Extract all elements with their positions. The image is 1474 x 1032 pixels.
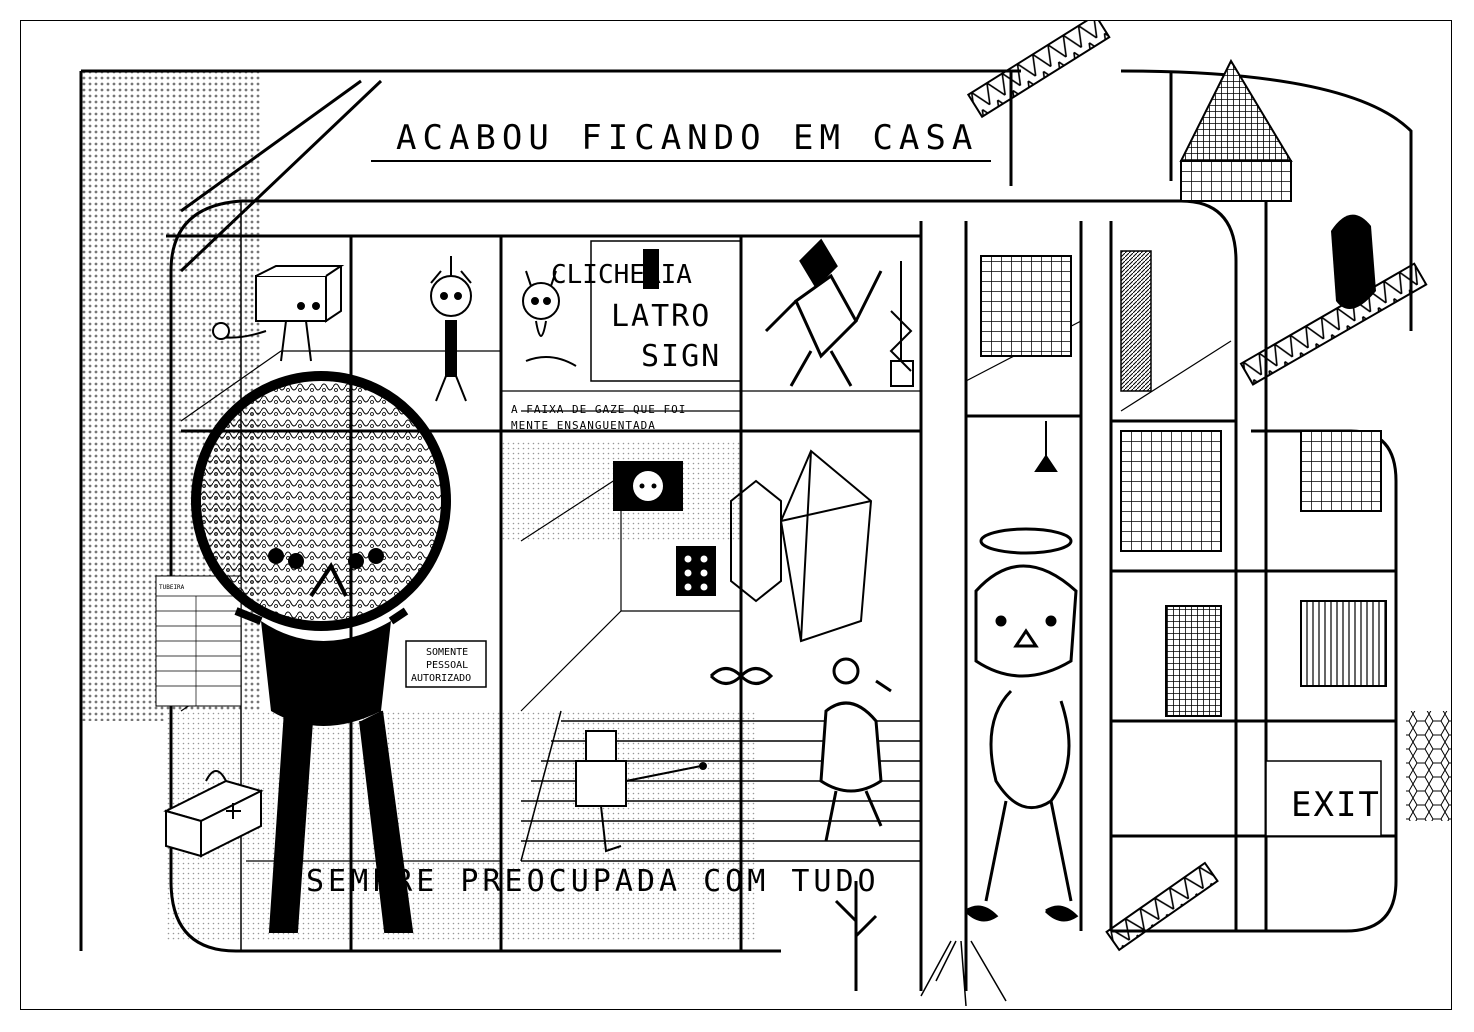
roof-pyramid: [1179, 58, 1293, 162]
window-right: [1300, 430, 1382, 512]
plant-on-stand: [889, 261, 914, 387]
exit-sign-text: EXIT: [1291, 785, 1381, 825]
shop-sign-line2: LATRO: [611, 299, 711, 334]
notice-line1: SOMENTE: [426, 647, 468, 658]
window-dense: [1165, 605, 1222, 717]
notice-line3: AUTORIZADO: [411, 673, 471, 684]
big-round-head-figure: [191, 371, 451, 933]
shop-sign-line1: CLICHERIA: [551, 260, 692, 290]
cat-face-figure: [964, 527, 1079, 922]
form-label: TUBEIRA: [159, 584, 185, 591]
hanging-lamp: [1034, 421, 1058, 472]
dark-window-figure: [1331, 214, 1376, 309]
roof-base: [1180, 160, 1292, 202]
window-mid: [1120, 430, 1222, 552]
halftone-floor: [166, 711, 756, 941]
blocky-robot: [575, 730, 707, 853]
honeycomb-fence: [1406, 711, 1451, 821]
gem-shapes: [730, 449, 873, 643]
caption-line2: MENTE ENSANGUENTADA: [511, 419, 656, 432]
illustration-canvas: ACABOU FICANDO EM CASA CLICHERIA LATRO S…: [79, 21, 1451, 1007]
first-aid-box: [163, 770, 264, 858]
dotted-panel: [676, 546, 716, 596]
wall-form: TUBEIRA: [155, 575, 242, 707]
ground-roots: [920, 940, 1007, 1007]
exit-sign: EXIT: [1265, 760, 1382, 837]
curtain: [1120, 250, 1152, 392]
hat-man-figure: [819, 657, 892, 842]
walking-figure: [764, 238, 883, 387]
title-strip: ACABOU FICANDO EM CASA: [371, 118, 991, 162]
scaffold-lines: [180, 320, 1232, 862]
title-text: ACABOU FICANDO EM CASA: [396, 118, 978, 158]
bottom-caption: SEMPRE PREOCUPADA COM TUDO: [306, 864, 880, 899]
truss-beam-top: [966, 21, 1111, 119]
truss-beam-right: [1239, 262, 1428, 386]
alien-figure: [522, 270, 577, 367]
truss-beam-bottom: [1105, 861, 1219, 952]
tv-head-figure: [613, 461, 683, 511]
shop-sign: CLICHERIA LATRO SIGN: [551, 240, 742, 382]
shop-sign-line3: SIGN: [641, 339, 721, 374]
bow-ribbon: [709, 667, 774, 731]
notice-line2: PESSOAL: [426, 660, 468, 671]
small-tree: [834, 881, 878, 991]
blinds: [1300, 600, 1387, 687]
notice-sign: SOMENTE PESSOAL AUTORIZADO: [405, 640, 487, 688]
antenna-figure: [430, 256, 472, 402]
caption-line1: A FAIXA DE GAZE QUE FOI: [511, 403, 686, 416]
caption-block: A FAIXA DE GAZE QUE FOI MENTE ENSANGUENT…: [511, 403, 686, 432]
illustration-frame: ACABOU FICANDO EM CASA CLICHERIA LATRO S…: [20, 20, 1452, 1010]
window-upper-left: [980, 255, 1072, 357]
box-head-figure: [212, 265, 345, 362]
